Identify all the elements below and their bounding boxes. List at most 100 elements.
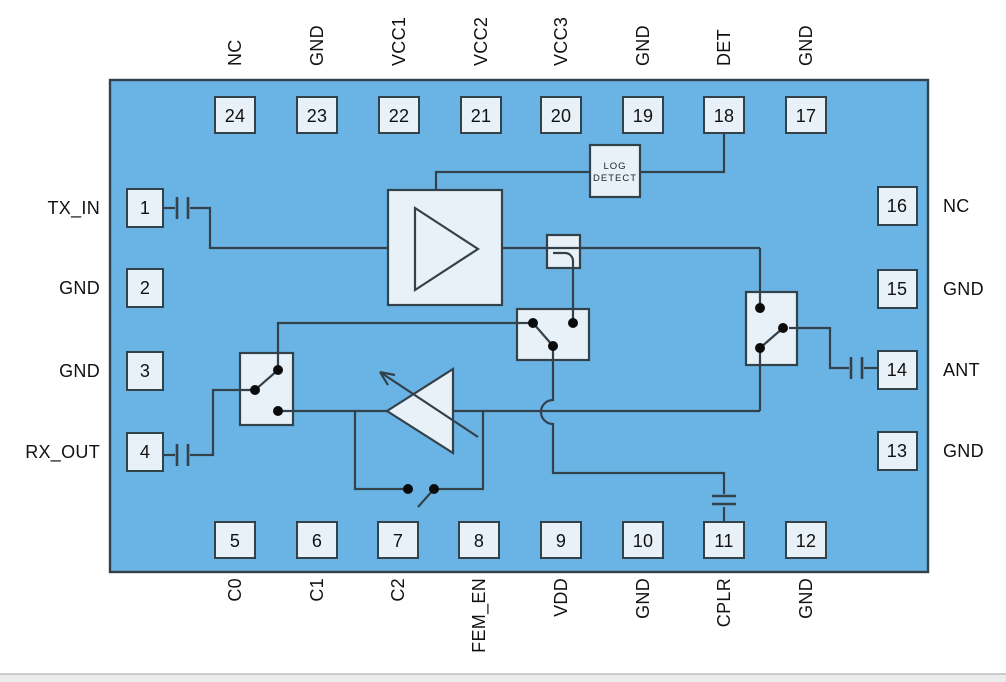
pin-label-gnd-17: GND <box>796 25 816 66</box>
svg-text:19: 19 <box>633 106 654 126</box>
pin-label-vcc3: VCC3 <box>551 17 571 66</box>
pin-label-gnd-23: GND <box>307 25 327 66</box>
pin-20: 20 <box>540 96 582 134</box>
pin-1: 1 <box>126 188 164 228</box>
pin-23: 23 <box>296 96 338 134</box>
pin-label-fem-en: FEM_EN <box>469 578 490 653</box>
svg-text:8: 8 <box>474 531 484 551</box>
pin-2: 2 <box>126 268 164 308</box>
svg-text:16: 16 <box>887 196 908 216</box>
variable-attenuator-icon <box>379 366 479 456</box>
pin-21: 21 <box>460 96 502 134</box>
svg-text:7: 7 <box>393 531 403 551</box>
pin-9: 9 <box>540 521 582 559</box>
svg-text:20: 20 <box>551 106 572 126</box>
attenuator-arrow <box>379 370 479 438</box>
pin-6: 6 <box>296 521 338 559</box>
pin-label-cplr: CPLR <box>714 578 734 627</box>
pin-label-nc-16: NC <box>943 196 970 216</box>
pin-label-c0: C0 <box>225 578 245 602</box>
antenna-switch-arm <box>759 327 784 349</box>
pin-17: 17 <box>785 96 827 134</box>
pin-label-gnd-19: GND <box>633 25 653 66</box>
pin-label-det: DET <box>714 29 734 66</box>
wire-selectsw-cplr <box>539 346 726 494</box>
pin-label-gnd-2: GND <box>59 278 100 298</box>
pin-13: 13 <box>877 431 918 471</box>
wire-cap-rxsw-common <box>190 388 255 457</box>
pin-label-c1: C1 <box>307 578 327 602</box>
svg-text:15: 15 <box>887 279 908 299</box>
svg-text:24: 24 <box>225 106 246 126</box>
pin-10: 10 <box>622 521 664 559</box>
pin-label-gnd-10: GND <box>633 578 653 619</box>
pin-11: 11 <box>703 521 745 559</box>
power-amplifier-block <box>386 188 504 307</box>
svg-text:1: 1 <box>140 198 150 218</box>
pin-5: 5 <box>214 521 256 559</box>
wire-rxsw-selectsw <box>276 321 533 370</box>
dc-block-cap-txin <box>175 197 190 219</box>
pin-22: 22 <box>378 96 420 134</box>
top-pins: 24 23 22 21 20 19 18 17 <box>214 96 827 134</box>
pin-3: 3 <box>126 351 164 391</box>
pin-24: 24 <box>214 96 256 134</box>
pin-label-ant: ANT <box>943 360 980 380</box>
antenna-switch-block <box>744 290 799 367</box>
pin-15: 15 <box>877 269 918 309</box>
capacitors <box>175 197 864 506</box>
pin-label-vdd: VDD <box>551 578 571 617</box>
right-pin-labels: NC GND ANT GND <box>943 196 984 461</box>
pin-label-c2: C2 <box>388 578 408 602</box>
left-pins: 1 2 3 4 <box>126 188 164 472</box>
pin-19: 19 <box>622 96 664 134</box>
pin-4: 4 <box>126 432 164 472</box>
log-detect-block: LOG DETECT <box>588 143 642 199</box>
coupler-tap-symbol <box>553 251 575 268</box>
bottom-pins: 5 6 7 8 9 10 11 12 <box>214 521 827 559</box>
rx-switch-arm <box>254 369 279 391</box>
pin-7: 7 <box>377 521 419 559</box>
svg-text:11: 11 <box>714 531 733 551</box>
wire-cap-pa-input <box>190 206 388 250</box>
svg-text:17: 17 <box>796 106 817 126</box>
attenuator-triangle <box>384 366 455 456</box>
pin-12: 12 <box>785 521 827 559</box>
wire-bypass-left <box>353 411 408 491</box>
pin-18: 18 <box>703 96 745 134</box>
pin-label-gnd-3: GND <box>59 361 100 381</box>
pin-8: 8 <box>458 521 500 559</box>
svg-text:4: 4 <box>140 442 150 462</box>
svg-text:14: 14 <box>887 360 908 380</box>
wire-logdetect-det-pin <box>640 133 726 174</box>
wire-antsw-cap <box>789 326 849 370</box>
right-pins: 16 15 14 13 <box>877 186 918 471</box>
top-pin-labels: NC GND VCC1 VCC2 VCC3 GND DET GND <box>225 17 816 66</box>
svg-text:13: 13 <box>887 441 908 461</box>
dc-block-cap-cplr <box>712 494 736 506</box>
svg-text:23: 23 <box>307 106 328 126</box>
pin-label-nc-24: NC <box>225 39 245 66</box>
amplifier-triangle-icon <box>413 205 481 293</box>
svg-text:2: 2 <box>140 278 150 298</box>
wire-bypass-right <box>434 411 485 491</box>
svg-text:18: 18 <box>714 106 735 126</box>
svg-text:3: 3 <box>140 361 150 381</box>
pin-label-vcc2: VCC2 <box>471 17 491 66</box>
left-pin-labels: TX_IN GND GND RX_OUT <box>25 198 100 463</box>
pin-label-gnd-12: GND <box>796 578 816 619</box>
svg-text:9: 9 <box>556 531 566 551</box>
switch-contacts <box>250 303 788 494</box>
wire-pa-logdetect <box>434 170 590 190</box>
pin-16: 16 <box>877 186 918 226</box>
pin-label-rx-out: RX_OUT <box>25 442 100 463</box>
svg-text:12: 12 <box>796 531 817 551</box>
log-detect-label-line2: DETECT <box>593 173 637 184</box>
dc-block-cap-ant <box>849 357 864 379</box>
svg-text:21: 21 <box>471 106 492 126</box>
svg-text:5: 5 <box>230 531 240 551</box>
wires <box>163 133 878 522</box>
bottom-pin-labels: C0 C1 C2 FEM_EN VDD GND CPLR GND <box>225 578 816 653</box>
